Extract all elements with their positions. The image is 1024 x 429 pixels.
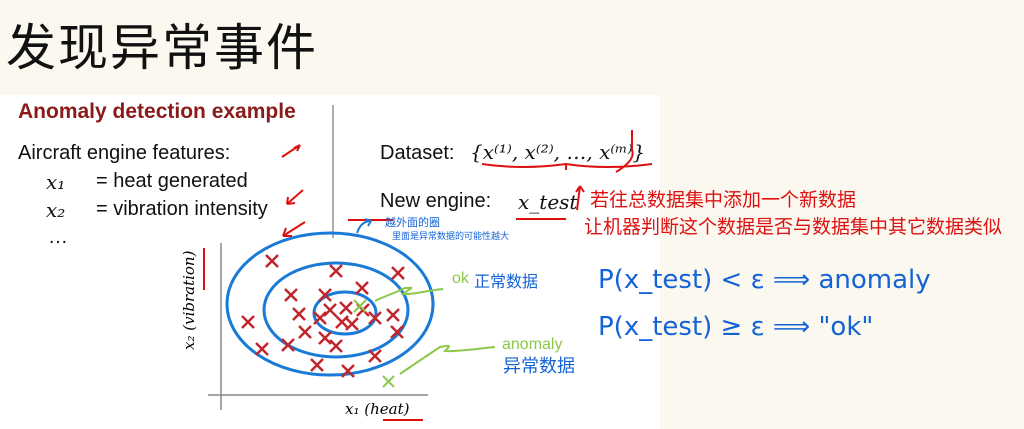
red-note-line1: 若往总数据集中添加一个新数据	[590, 189, 857, 211]
blue-ring-note-1: 越外面的圈	[385, 216, 440, 229]
normal-data-point	[265, 254, 279, 268]
dataset-value: {x⁽¹⁾, x⁽²⁾, …, x⁽ᵐ⁾}	[470, 140, 646, 164]
data-points	[241, 254, 405, 378]
normal-data-point	[368, 349, 382, 363]
red-note-line2: 让机器判断这个数据是否与数据集中其它数据类似	[584, 216, 1003, 238]
ok-label: ok	[452, 270, 469, 287]
red-arrow-2	[286, 189, 304, 205]
normal-data-point	[323, 303, 337, 317]
rule-ok: P(x_test) ≥ ε ⟹ "ok"	[598, 312, 874, 342]
anomaly-point	[382, 375, 395, 388]
normal-data-point	[329, 264, 343, 278]
ok-point	[353, 299, 367, 313]
blue-ring-arrow	[356, 218, 372, 234]
feature-desc-2: = vibration intensity	[96, 198, 268, 220]
normal-data-point	[341, 364, 355, 378]
normal-data-point	[292, 307, 306, 321]
normal-data-point	[241, 315, 255, 329]
feature-var-1: x₁	[46, 170, 66, 194]
feature-var-2: x₂	[46, 198, 66, 222]
anomaly-arrow	[399, 344, 496, 375]
middle-ring	[262, 261, 410, 359]
features-heading: Aircraft engine features:	[18, 142, 231, 164]
ok-note: 正常数据	[474, 272, 539, 291]
normal-data-point	[310, 358, 324, 372]
normal-data-point	[390, 325, 404, 339]
rule-anomaly: P(x_test) < ε ⟹ anomaly	[598, 265, 931, 295]
normal-data-point	[313, 311, 327, 325]
outer-ring	[225, 231, 435, 377]
normal-data-point	[255, 342, 269, 356]
normal-data-point	[284, 288, 298, 302]
normal-data-point	[391, 266, 405, 280]
normal-data-point	[335, 315, 349, 329]
normal-data-point	[368, 311, 382, 325]
feature-desc-1: = heat generated	[96, 170, 248, 192]
red-pointer-arrow	[575, 185, 585, 211]
dataset-label: Dataset:	[380, 142, 455, 164]
blue-ring-note-2: 里面是异常数据的可能性越大	[392, 232, 510, 242]
normal-data-point	[318, 331, 332, 345]
handwritten-title: 发现异常事件	[6, 19, 318, 77]
normal-data-point	[318, 288, 332, 302]
anomaly-note: 异常数据	[503, 356, 575, 377]
dataset-brace	[481, 130, 653, 173]
new-engine-var: x_test	[518, 190, 578, 214]
normal-data-point	[281, 338, 295, 352]
ok-arrow	[374, 286, 444, 302]
normal-data-point	[355, 281, 369, 295]
x-axis-label: x₁ (heat)	[345, 400, 410, 418]
ellipsis: …	[48, 226, 68, 248]
normal-data-point	[339, 301, 353, 315]
normal-data-point	[386, 308, 400, 322]
red-arrow-3	[282, 221, 306, 237]
new-engine-label: New engine:	[380, 190, 492, 212]
anomaly-label: anomaly	[502, 336, 563, 353]
normal-data-point	[298, 325, 312, 339]
normal-data-point	[329, 339, 343, 353]
slide-title: Anomaly detection example	[18, 100, 296, 123]
red-arrow-1	[281, 144, 301, 158]
